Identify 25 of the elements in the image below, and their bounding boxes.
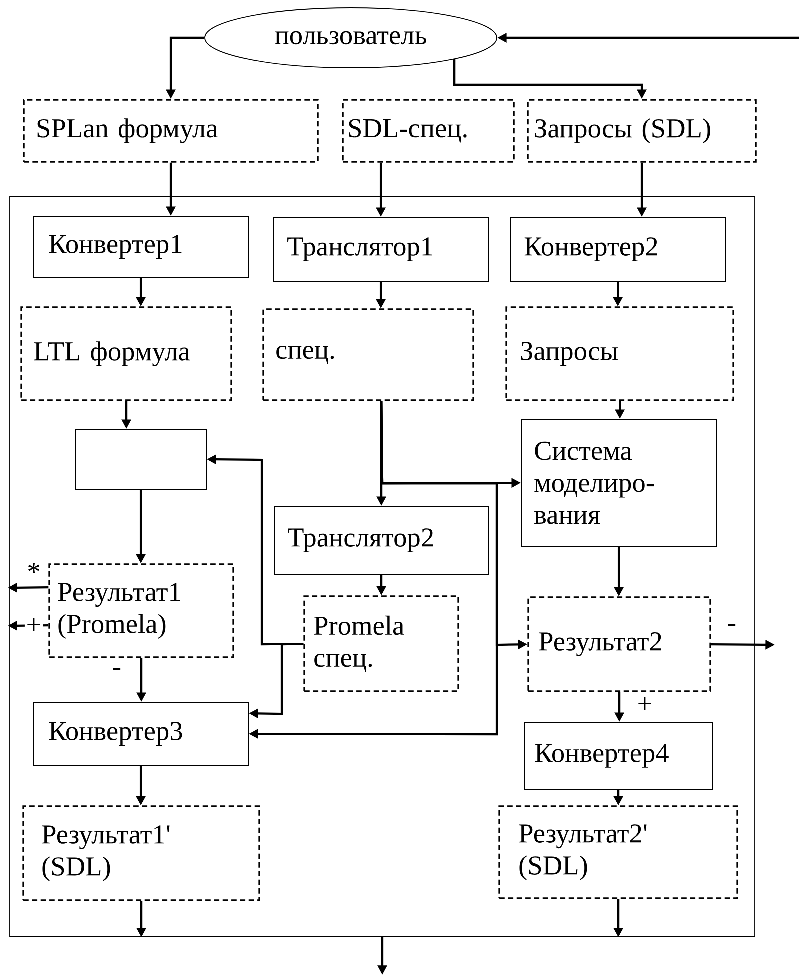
data-box: SPLan формула bbox=[23, 99, 319, 163]
edge-label: * bbox=[26, 562, 42, 582]
data-box: Запросы bbox=[506, 306, 734, 402]
data-box: Результат1 (Promela) bbox=[48, 564, 234, 658]
process-box: Конвертер3 bbox=[33, 702, 249, 766]
edge-label: + bbox=[636, 696, 654, 714]
data-box: Результат2' (SDL) bbox=[498, 806, 738, 900]
data-box: Результат1' (SDL) bbox=[22, 806, 260, 902]
process-box: Система моделиро- вания bbox=[521, 419, 718, 548]
edge-label: - bbox=[726, 622, 738, 634]
process-box: Конвертер1 bbox=[33, 216, 249, 278]
system-frame bbox=[10, 196, 756, 938]
edge-label: + bbox=[24, 616, 44, 636]
process-box: Транслятор2 bbox=[274, 506, 490, 575]
data-box: спец. bbox=[262, 308, 474, 402]
process-box: Транслятор1 bbox=[273, 217, 489, 282]
data-box: LTL формула bbox=[20, 306, 232, 402]
edge-label: - bbox=[111, 666, 123, 678]
process-box: Конвертер2 bbox=[510, 217, 726, 282]
data-box: Запросы (SDL) bbox=[527, 99, 757, 163]
process-box bbox=[75, 429, 207, 490]
process-box: Конвертер4 bbox=[524, 722, 714, 790]
data-box: SDL-спец. bbox=[342, 99, 515, 163]
data-box: Результат2 bbox=[528, 596, 712, 692]
data-box: Promela спец. bbox=[304, 596, 460, 692]
